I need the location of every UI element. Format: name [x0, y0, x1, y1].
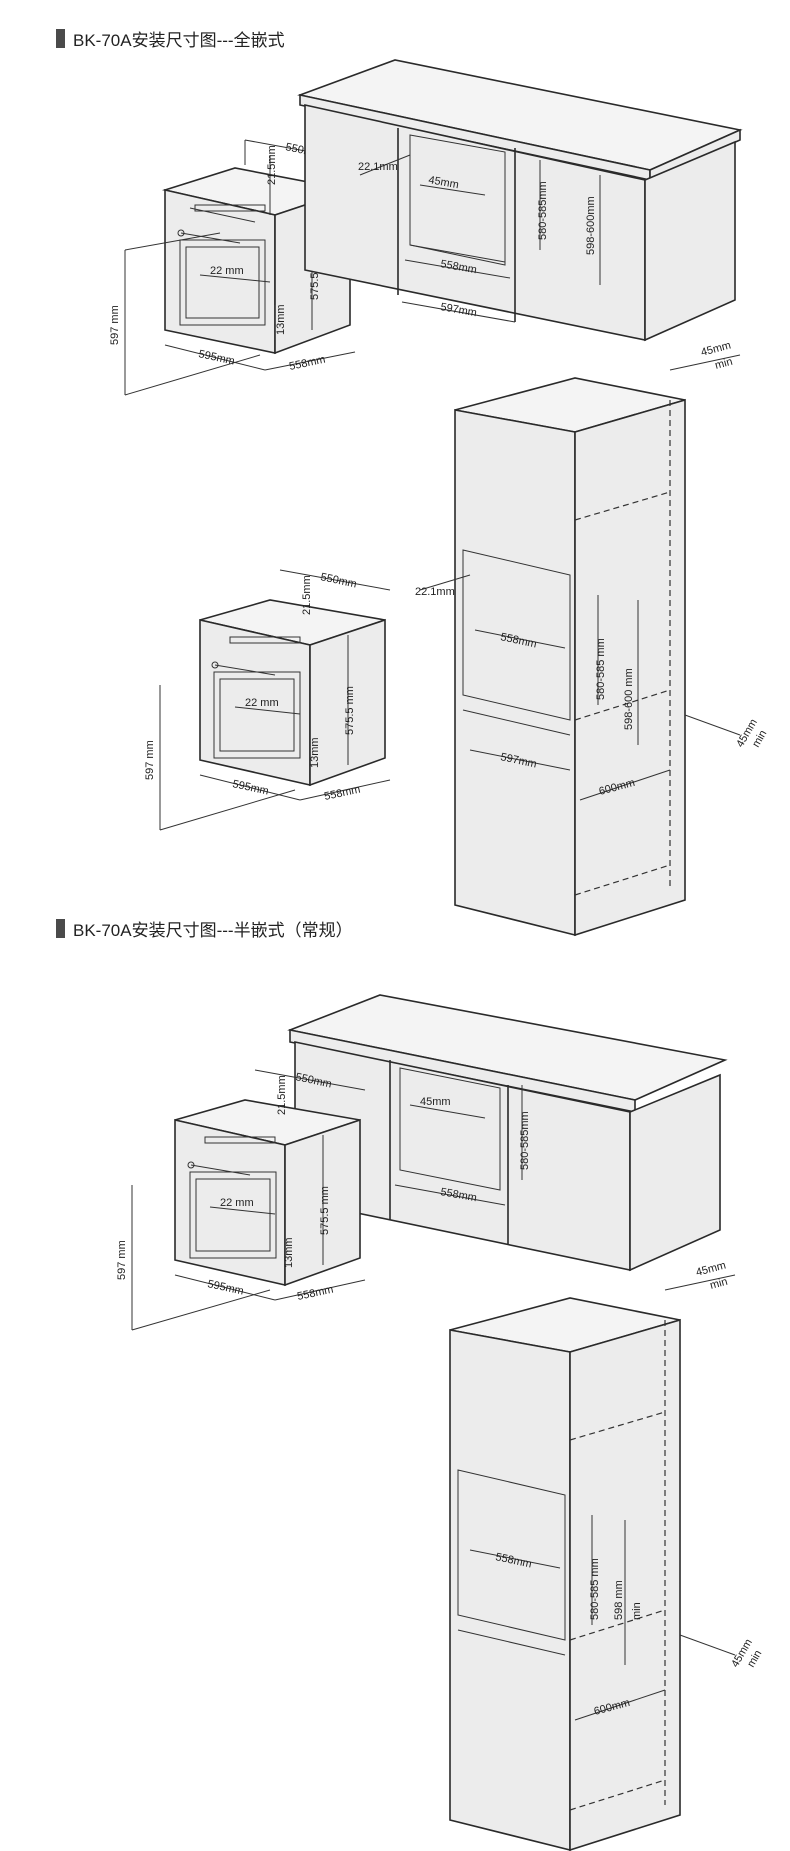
section-title-half: BK-70A安装尺寸图---半嵌式（常规） [56, 916, 353, 941]
dim-13-b: 13mm [309, 737, 321, 768]
dim-595-c: 595mm [206, 1278, 244, 1297]
dim-22-1-tall: 22.1mm [415, 586, 455, 598]
dim-22-b: 22 mm [245, 697, 279, 709]
dim-598-600-tall: 598-600 mm [623, 668, 635, 730]
dim-550-b: 550mm [319, 571, 357, 590]
dim-575-5-b: 575.5 mm [344, 686, 356, 735]
dim-558-b: 558mm [323, 784, 361, 803]
dim-22: 22 mm [210, 265, 244, 277]
dim-580-585-tall-b: 580-585 mm [589, 1558, 601, 1620]
dim-595-b: 595mm [231, 778, 269, 797]
title-marker [56, 919, 65, 938]
title-text: BK-70A安装尺寸图---全嵌式 [73, 31, 285, 50]
dim-595: 595mm [197, 348, 235, 367]
oven-drawing-c: 550mm 21.5mm 575.5 mm 597 mm 595mm 558mm… [116, 1069, 366, 1331]
dim-597-c: 597 mm [116, 1240, 128, 1280]
dim-22-c: 22 mm [220, 1197, 254, 1209]
dim-597-b: 597 mm [144, 740, 156, 780]
dim-45: 45mm [427, 174, 459, 191]
dim-598-tall-b: 598 mm [613, 1580, 625, 1620]
cabinet-drawing-a: 45mm 558mm 597mm 22.1mm 580-585mm 598-60… [297, 59, 743, 342]
dim-21-5: 21.5mm [266, 145, 278, 185]
label-min-top: min [714, 356, 734, 372]
dim-13: 13mm [275, 304, 287, 335]
tall-unit-drawing-b: 558mm 600mm 580-585 mm 598 mm min 45mm m… [449, 1259, 764, 1851]
dim-45-b: 45mm [420, 1096, 451, 1108]
label-min-top-b: min [709, 1276, 729, 1292]
title-marker [56, 29, 65, 48]
cabinet-drawing-b: 45mm 558mm 580-585mm [287, 994, 728, 1272]
dim-598-600: 598-600mm [585, 196, 597, 255]
label-min-598: min [631, 1602, 643, 1620]
tall-unit-drawing-a: 558mm 597mm 600mm 580-585 mm 598-600 mm … [415, 339, 769, 937]
dim-22-1: 22.1mm [358, 161, 398, 173]
dim-580-585-cab-b: 580-585mm [519, 1111, 531, 1170]
dim-580-585: 580-585mm [537, 181, 549, 240]
dim-13-c: 13mm [283, 1237, 295, 1268]
oven-drawing-b: 550mm 21.5mm 575.5 mm 597 mm 595mm 558mm… [144, 569, 391, 831]
title-text: BK-70A安装尺寸图---半嵌式（常规） [73, 921, 353, 940]
section-title-full: BK-70A安装尺寸图---全嵌式 [56, 26, 285, 51]
dim-597: 597 mm [109, 305, 121, 345]
dim-558: 558mm [288, 354, 326, 373]
dim-580-585-tall: 580-585 mm [595, 638, 607, 700]
dim-21-5-c: 21.5mm [276, 1075, 288, 1115]
dim-21-5-b: 21.5mm [301, 575, 313, 615]
dim-558-c: 558mm [296, 1284, 334, 1303]
dim-575-5-c: 575.5 mm [319, 1186, 331, 1235]
